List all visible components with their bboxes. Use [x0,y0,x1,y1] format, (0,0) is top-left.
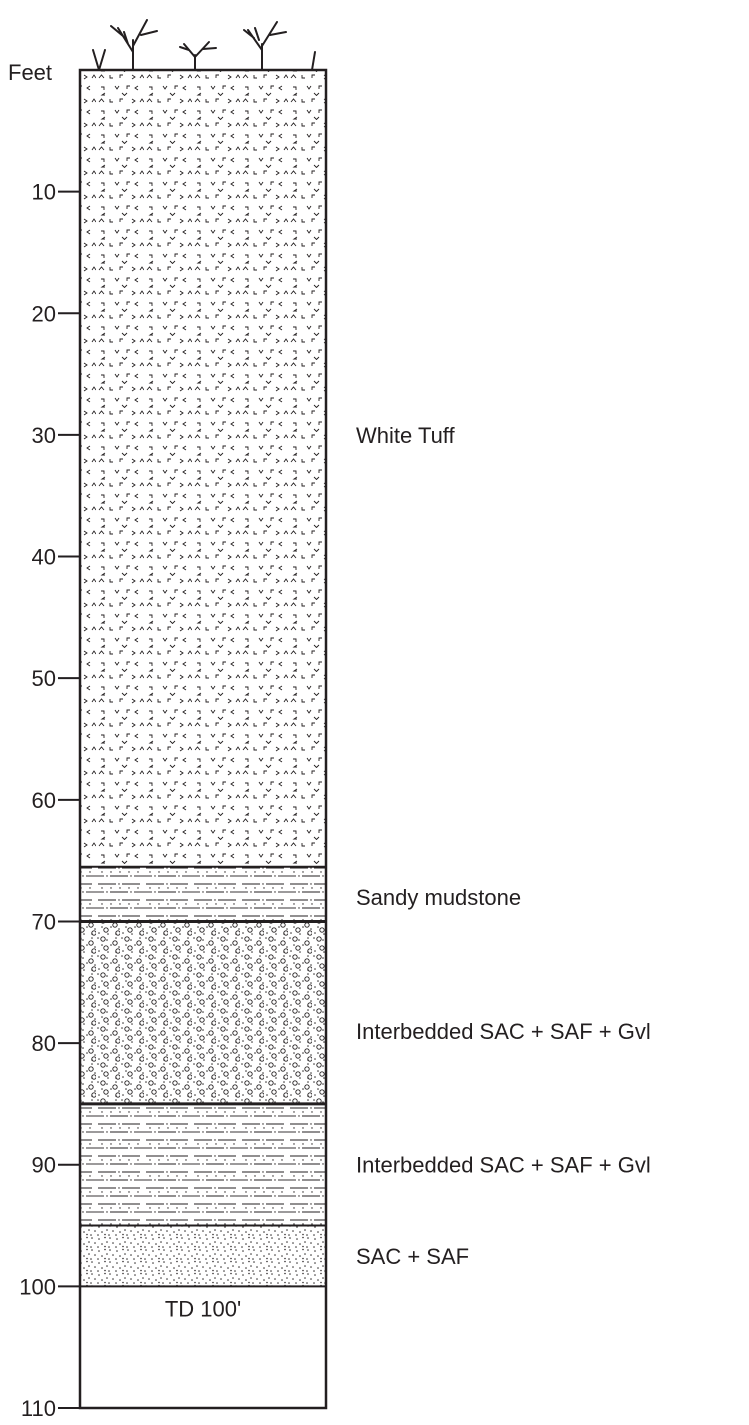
vegetation-icon [92,19,316,71]
layer-interbedded-2 [80,1103,326,1226]
depth-unit-label: Feet [8,60,52,85]
axis-tick-label: 100 [19,1274,56,1299]
layer-sac-saf [80,1225,326,1287]
layer-label: Interbedded SAC + SAF + Gvl [356,1153,651,1178]
layer-label: SAC + SAF [356,1244,469,1269]
axis-tick-label: 70 [32,909,56,934]
layer-label: White Tuff [356,423,456,448]
depth-axis: 10 20 30 40 50 60 70 80 90 100 110 [19,180,80,1421]
column-outline [78,68,328,1410]
axis-tick-label: 20 [32,301,56,326]
layer-white-tuff [80,70,326,867]
axis-tick-label: 60 [32,788,56,813]
axis-tick-label: 10 [32,180,56,205]
layer-label: Sandy mudstone [356,885,521,910]
axis-tick-label: 110 [21,1396,56,1421]
axis-tick-label: 40 [32,545,56,570]
total-depth-label: TD 100' [165,1296,241,1321]
axis-tick-label: 30 [32,423,56,448]
axis-tick-label: 90 [32,1153,56,1178]
layer-interbedded-1 [80,921,326,1104]
axis-tick-label: 80 [32,1031,56,1056]
layer-sandy-mudstone [80,866,326,922]
layer-label: Interbedded SAC + SAF + Gvl [356,1019,651,1044]
axis-tick-label: 50 [32,666,56,691]
